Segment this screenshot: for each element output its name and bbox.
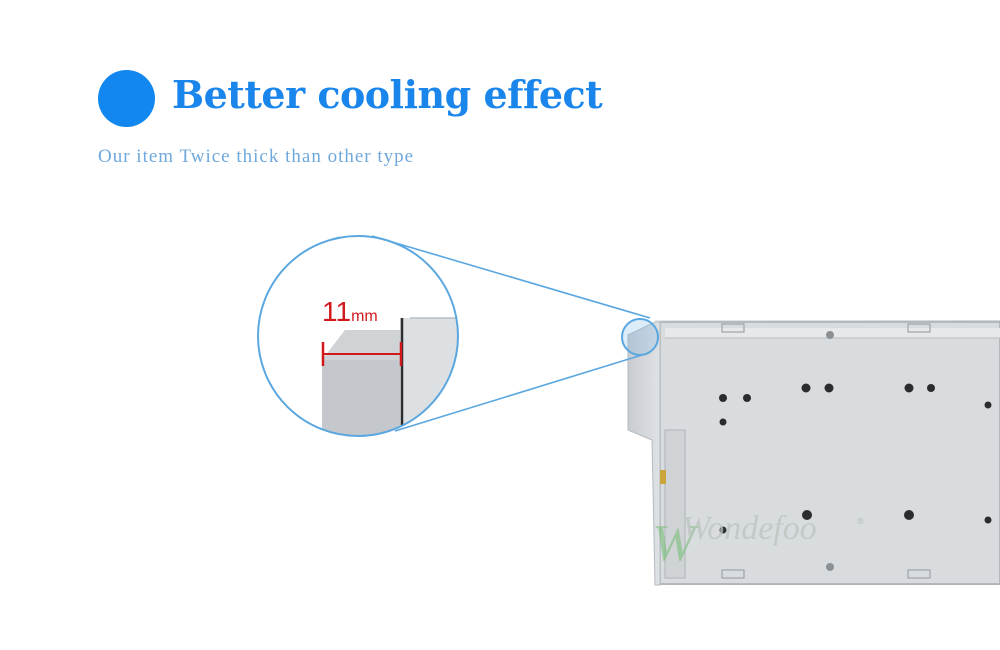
chassis-unit bbox=[627, 320, 1000, 586]
thickness-measure-bracket bbox=[321, 342, 403, 366]
thickness-unit: mm bbox=[351, 308, 378, 325]
zoom-magnifier bbox=[257, 235, 459, 437]
watermark-brand: Wondefoo bbox=[682, 510, 817, 547]
screw-icon bbox=[826, 563, 834, 571]
screw-icon bbox=[826, 331, 834, 339]
zoom-source-circle bbox=[621, 318, 659, 356]
bullet-circle-icon bbox=[98, 70, 155, 127]
page-subtitle: Our item Twice thick than other type bbox=[98, 146, 415, 167]
watermark-registered-mark: ® bbox=[857, 516, 864, 526]
watermark-logo-icon: W bbox=[652, 515, 700, 572]
thickness-value: 11 bbox=[322, 296, 352, 327]
thickness-label: 11mm bbox=[322, 296, 378, 328]
heatsink-block bbox=[627, 321, 661, 586]
page-title: Better cooling effect bbox=[172, 72, 603, 117]
